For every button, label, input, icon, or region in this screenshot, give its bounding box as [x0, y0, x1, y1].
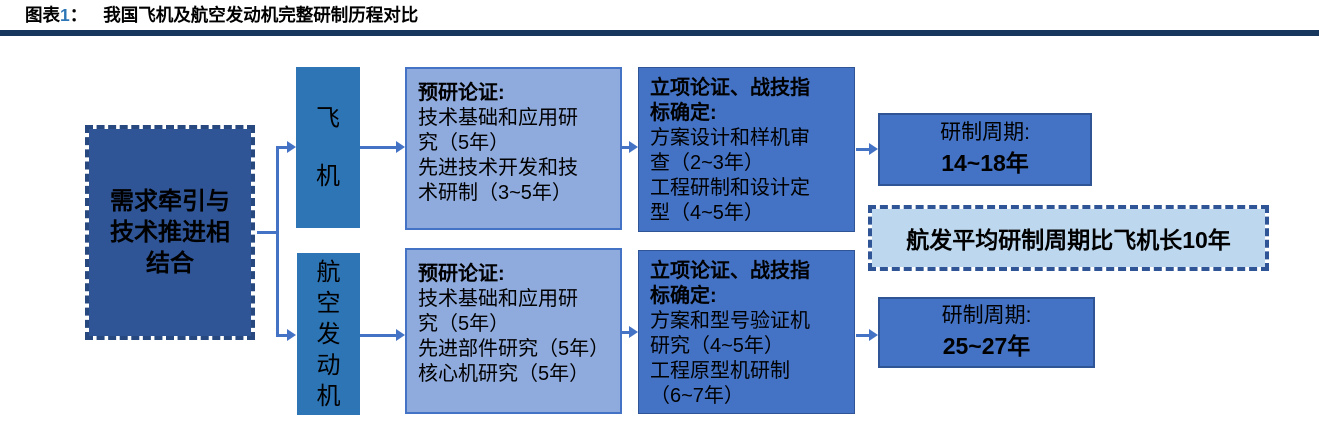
arrow-plane-to-preresearch-head-icon [396, 141, 405, 153]
arrow-preresearch-to-approval-top-head-icon [629, 141, 638, 153]
figure-title: 我国飞机及航空发动机完整研制历程对比 [103, 5, 419, 25]
engine-approval-body: 方案和型号验证机 研究（4~5年） 工程原型机研制 （6~7年） [650, 310, 810, 407]
engine-category-box: 航空发动机 [297, 253, 360, 415]
figure-header: 图表1： 我国飞机及航空发动机完整研制历程对比 [25, 2, 418, 27]
arrow-approval-to-cycle-bottom-head-icon [869, 329, 878, 341]
engine-preresearch-body: 技术基础和应用研 究（5年） 先进部件研究（5年） 核心机研究（5年） [418, 288, 610, 385]
arrow-approval-to-cycle-top-line [856, 148, 870, 151]
arrow-to-engine-head-icon [287, 329, 296, 341]
plane-approval-body: 方案设计和样机审 查（2~3年） 工程研制和设计定 型（4~5年） [650, 127, 810, 224]
figure-label-colon: ： [69, 5, 88, 25]
engine-preresearch-box: 预研论证: 技术基础和应用研 究（5年） 先进部件研究（5年） 核心机研究（5年… [405, 248, 622, 414]
engine-cycle-label: 研制周期: [941, 304, 1032, 328]
arrow-approval-to-cycle-bottom-line [856, 334, 870, 337]
arrow-engine-to-preresearch-line [360, 334, 397, 337]
demand-stub-line [257, 231, 278, 234]
engine-cycle-box: 研制周期: 25~27年 [878, 297, 1095, 368]
figure-label-prefix: 图表 [25, 5, 60, 25]
demand-box-text: 需求牵引与 技术推进相 结合 [110, 187, 230, 278]
plane-preresearch-heading: 预研论证: [418, 82, 505, 104]
plane-approval-box: 立项论证、战技指 标确定: 方案设计和样机审 查（2~3年） 工程研制和设计定 … [638, 67, 855, 232]
arrow-preresearch-to-approval-bottom-head-icon [629, 326, 638, 338]
engine-preresearch-heading: 预研论证: [418, 263, 505, 285]
callout-text: 航发平均研制周期比飞机长10年 [906, 227, 1231, 253]
plane-preresearch-box: 预研论证: 技术基础和应用研 究（5年） 先进技术开发和技 术研制（3~5年） [405, 67, 622, 230]
callout-box: 航发平均研制周期比飞机长10年 [868, 205, 1269, 271]
engine-approval-box: 立项论证、战技指 标确定: 方案和型号验证机 研究（4~5年） 工程原型机研制 … [638, 250, 855, 414]
header-rule [0, 30, 1319, 36]
plane-preresearch-body: 技术基础和应用研 究（5年） 先进技术开发和技 术研制（3~5年） [418, 107, 578, 204]
arrow-plane-to-preresearch-line [360, 146, 397, 149]
plane-cycle-label: 研制周期: [940, 121, 1030, 145]
arrow-approval-to-cycle-top-head-icon [869, 143, 878, 155]
arrow-preresearch-to-approval-bottom-line [622, 331, 630, 334]
arrow-preresearch-to-approval-top-line [622, 146, 630, 149]
arrow-to-engine-line [276, 334, 288, 337]
plane-cycle-box: 研制周期: 14~18年 [878, 113, 1092, 186]
figure-label-number: 1 [60, 5, 70, 25]
arrow-engine-to-preresearch-head-icon [396, 329, 405, 341]
plane-category-label: 飞机 [315, 104, 340, 190]
bracket-vertical-line [276, 146, 279, 337]
plane-cycle-value: 14~18年 [941, 150, 1029, 177]
engine-category-label: 航空发动机 [316, 258, 341, 410]
plane-approval-heading: 立项论证、战技指 标确定: [650, 77, 810, 124]
engine-approval-heading: 立项论证、战技指 标确定: [650, 260, 810, 307]
plane-category-box: 飞机 [296, 67, 360, 228]
demand-box: 需求牵引与 技术推进相 结合 [85, 125, 255, 340]
arrow-to-plane-line [276, 146, 288, 149]
engine-cycle-value: 25~27年 [942, 333, 1031, 360]
arrow-to-plane-head-icon [287, 141, 296, 153]
